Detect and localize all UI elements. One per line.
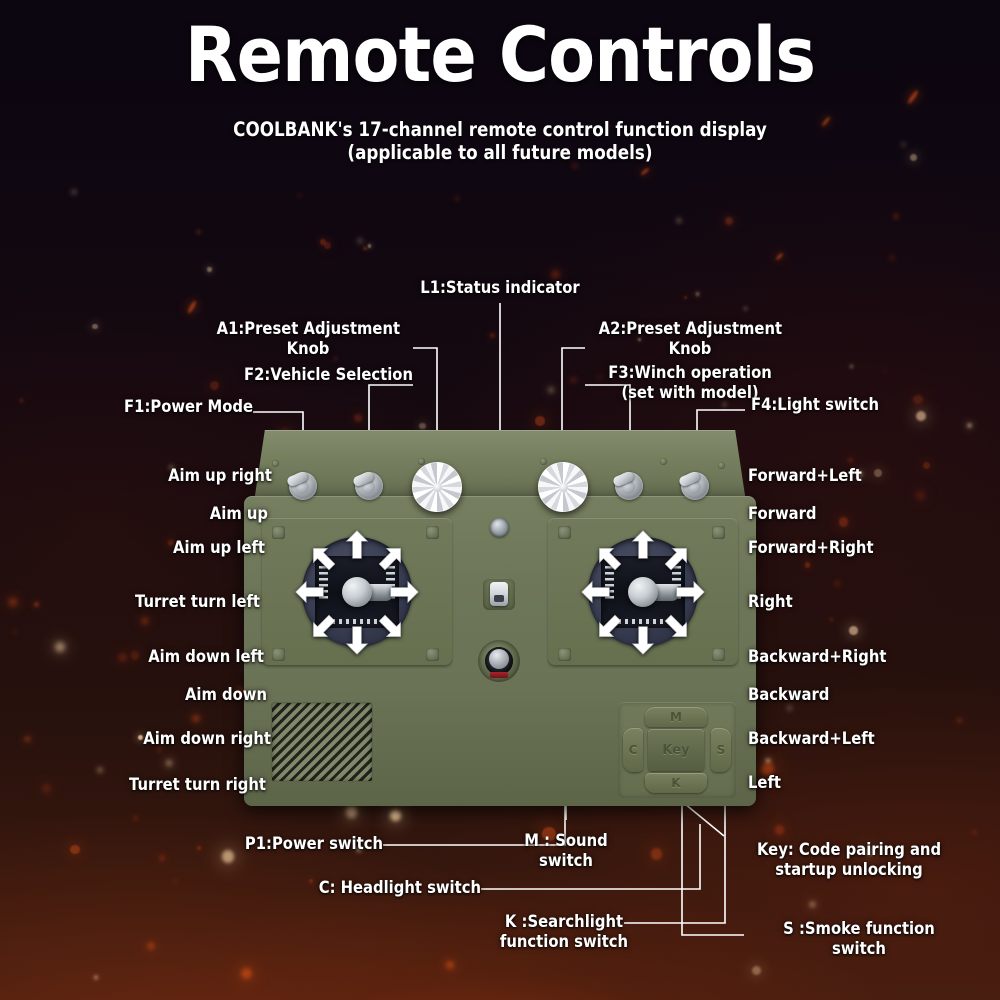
switch-p1-power-rotary[interactable] bbox=[478, 640, 520, 682]
switch-f2-vehicle-selection[interactable] bbox=[351, 468, 386, 502]
hex-screw bbox=[272, 526, 285, 539]
switch-c-headlight[interactable] bbox=[483, 578, 515, 610]
page-subtitle: COOLBANK's 17-channel remote control fun… bbox=[70, 118, 930, 164]
label-k-searchlight-switch: K :Searchlight function switch bbox=[499, 912, 629, 952]
label-aim-down-left: Aim down left bbox=[148, 647, 264, 667]
label-forward: Forward bbox=[748, 504, 817, 524]
switch-f4-light-switch[interactable] bbox=[677, 468, 712, 502]
subtitle-line-2: (applicable to all future models) bbox=[347, 141, 653, 164]
function-button-pad: M C Key S K bbox=[618, 702, 736, 798]
label-backward-right: Backward+Right bbox=[748, 647, 887, 667]
label-aim-up-right: Aim up right bbox=[168, 466, 272, 486]
label-forward-right: Forward+Right bbox=[748, 538, 874, 558]
knob-a1-preset-adjustment[interactable] bbox=[412, 462, 462, 512]
screw bbox=[540, 458, 547, 465]
button-s-smoke[interactable]: S bbox=[711, 728, 731, 772]
screw bbox=[272, 460, 279, 467]
hex-screw bbox=[558, 526, 571, 539]
label-m-sound-switch: M : Sound switch bbox=[524, 831, 608, 871]
page-title: Remote Controls bbox=[184, 10, 816, 99]
label-c-headlight-switch: C: Headlight switch bbox=[318, 878, 481, 898]
label-f1-power-mode: F1:Power Mode bbox=[124, 397, 254, 417]
knob-a2-preset-adjustment[interactable] bbox=[538, 462, 588, 512]
label-aim-up: Aim up bbox=[209, 504, 268, 524]
screw bbox=[718, 462, 725, 469]
subtitle-line-1: COOLBANK's 17-channel remote control fun… bbox=[233, 118, 767, 141]
hex-screw bbox=[712, 648, 725, 661]
label-turret-turn-left: Turret turn left bbox=[134, 592, 260, 612]
label-turret-turn-right: Turret turn right bbox=[129, 775, 266, 795]
label-p1-power-switch: P1:Power switch bbox=[244, 834, 383, 854]
label-backward-left: Backward+Left bbox=[748, 729, 875, 749]
hex-screw bbox=[558, 648, 571, 661]
button-key-pairing[interactable]: Key bbox=[648, 729, 704, 771]
label-aim-up-left: Aim up left bbox=[173, 538, 265, 558]
label-left: Left bbox=[748, 773, 781, 793]
label-a2-preset-knob: A2:Preset Adjustment Knob bbox=[598, 319, 783, 359]
speaker-grille bbox=[271, 702, 373, 782]
screw bbox=[418, 458, 425, 465]
button-c-headlight[interactable]: C bbox=[623, 728, 643, 772]
label-right: Right bbox=[748, 592, 793, 612]
label-s-smoke-switch: S :Smoke function switch bbox=[783, 919, 935, 959]
switch-f3-winch-operation[interactable] bbox=[611, 468, 646, 502]
hex-screw bbox=[426, 526, 439, 539]
device-top-shell bbox=[254, 430, 746, 502]
label-a1-preset-knob: A1:Preset Adjustment Knob bbox=[216, 319, 401, 359]
hex-screw bbox=[712, 526, 725, 539]
label-f3-winch-operation: F3:Winch operation (set with model) bbox=[608, 363, 772, 403]
button-k-searchlight[interactable]: K bbox=[645, 773, 707, 793]
label-aim-down-right: Aim down right bbox=[143, 729, 271, 749]
led-l1-status-indicator bbox=[490, 518, 509, 537]
hex-screw bbox=[272, 648, 285, 661]
screw bbox=[660, 458, 667, 465]
label-l1-status-indicator: L1:Status indicator bbox=[420, 278, 580, 298]
label-backward: Backward bbox=[748, 685, 830, 705]
label-f4-light-switch: F4:Light switch bbox=[751, 395, 880, 415]
label-aim-down: Aim down bbox=[184, 685, 267, 705]
button-m-sound[interactable]: M bbox=[645, 707, 707, 727]
label-key-code-pairing: Key: Code pairing and startup unlocking bbox=[756, 840, 942, 880]
label-forward-left: Forward+Left bbox=[748, 466, 862, 486]
hex-screw bbox=[426, 648, 439, 661]
switch-f1-power-mode[interactable] bbox=[285, 468, 320, 502]
label-f2-vehicle-selection: F2:Vehicle Selection bbox=[244, 365, 413, 385]
